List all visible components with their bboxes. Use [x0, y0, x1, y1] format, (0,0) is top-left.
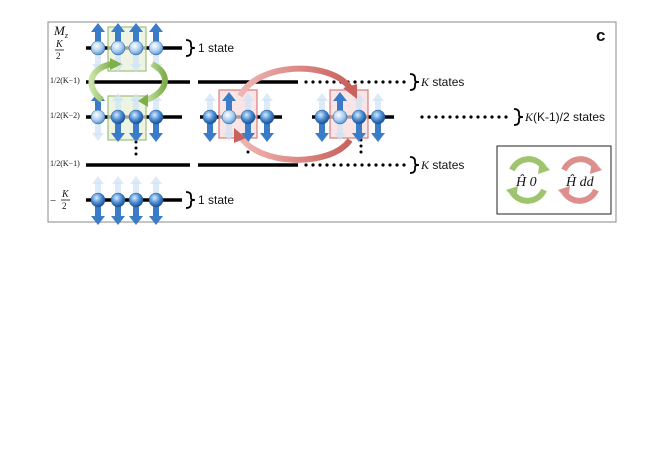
svg-text:K states: K states — [420, 75, 464, 89]
hdd-cycle-icon: Ĥ dd — [558, 156, 602, 204]
spin-rows — [90, 23, 386, 225]
svg-text:K states: K states — [420, 158, 464, 172]
count-upper: K states — [409, 73, 464, 91]
spin-mid-a-1 — [110, 93, 126, 142]
spin-mid-b-3 — [259, 93, 275, 142]
level-label-bottom: − K 2 — [50, 189, 70, 211]
spin-mid-a-2 — [128, 93, 144, 142]
count-top: 1 state — [185, 39, 234, 57]
spin-mid-c-3 — [370, 93, 386, 142]
dots-mid — [420, 115, 508, 119]
spin-bottom-1 — [110, 176, 126, 225]
operator-legend: Ĥ 0 Ĥ dd — [496, 145, 612, 215]
spin-mid-b-1 — [221, 92, 237, 141]
svg-text:2: 2 — [62, 201, 67, 211]
spin-bottom-3 — [148, 176, 164, 225]
level-label-lower: 1/2(K−1) — [50, 159, 80, 168]
level-label-upper: 1/2(K−1) — [50, 76, 80, 85]
spin-mid-c-2 — [351, 93, 367, 142]
h0-cycle-icon: Ĥ 0 — [506, 156, 550, 204]
spin-mid-b-2 — [240, 93, 256, 142]
count-bottom: 1 state — [185, 191, 234, 209]
svg-text:K(K-1)/2 states: K(K-1)/2 states — [524, 110, 605, 124]
panel-label: c — [596, 26, 605, 45]
spin-bottom-0 — [90, 176, 106, 225]
svg-text:1 state: 1 state — [198, 41, 234, 55]
hdd-label: Ĥ dd — [565, 173, 595, 190]
count-mid: K(K-1)/2 states — [513, 108, 605, 126]
axis-title: Mz — [53, 23, 69, 40]
spin-mid-a-0 — [90, 92, 106, 141]
count-lower: K states — [409, 156, 464, 174]
dots-lower — [304, 163, 406, 167]
dotted-continuations — [134, 80, 508, 167]
spin-mid-b-0 — [202, 93, 218, 142]
spin-bottom-2 — [128, 176, 144, 225]
svg-text:K: K — [55, 39, 64, 50]
svg-text:K: K — [61, 189, 70, 200]
level-label-top: K 2 — [55, 39, 64, 61]
svg-text:−: − — [50, 195, 56, 207]
level-label-mid: 1/2(K−2) — [50, 111, 80, 120]
dots-upper — [304, 80, 406, 84]
spin-top-2 — [128, 23, 144, 72]
svg-text:1 state: 1 state — [198, 193, 234, 207]
red-swap-arrows — [234, 65, 357, 163]
spin-mid-c-0 — [314, 93, 330, 142]
green-swap-arrows — [88, 58, 168, 107]
dots-vert-left — [134, 140, 138, 156]
h0-label: Ĥ 0 — [515, 173, 537, 190]
spin-mid-c-1 — [332, 92, 348, 141]
svg-text:2: 2 — [56, 51, 61, 61]
